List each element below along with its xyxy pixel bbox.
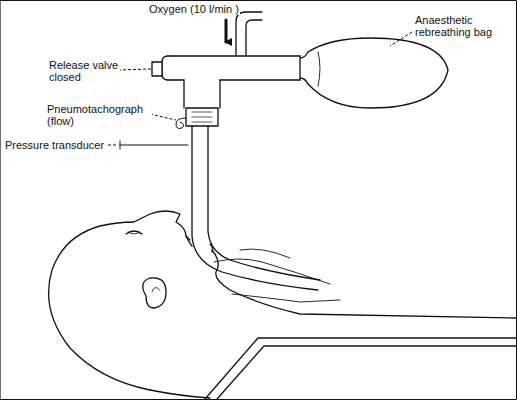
bag-label: Anaesthetic rebreathing bag xyxy=(414,14,508,38)
gas-inlet-label: Oxygen (10 l/min ) xyxy=(148,3,240,15)
pressure-label: Pressure transducer xyxy=(4,139,105,151)
valve-label: Release valve closed xyxy=(48,59,120,83)
flow-sensor-label: Pneumotachograph (flow) xyxy=(46,103,152,127)
